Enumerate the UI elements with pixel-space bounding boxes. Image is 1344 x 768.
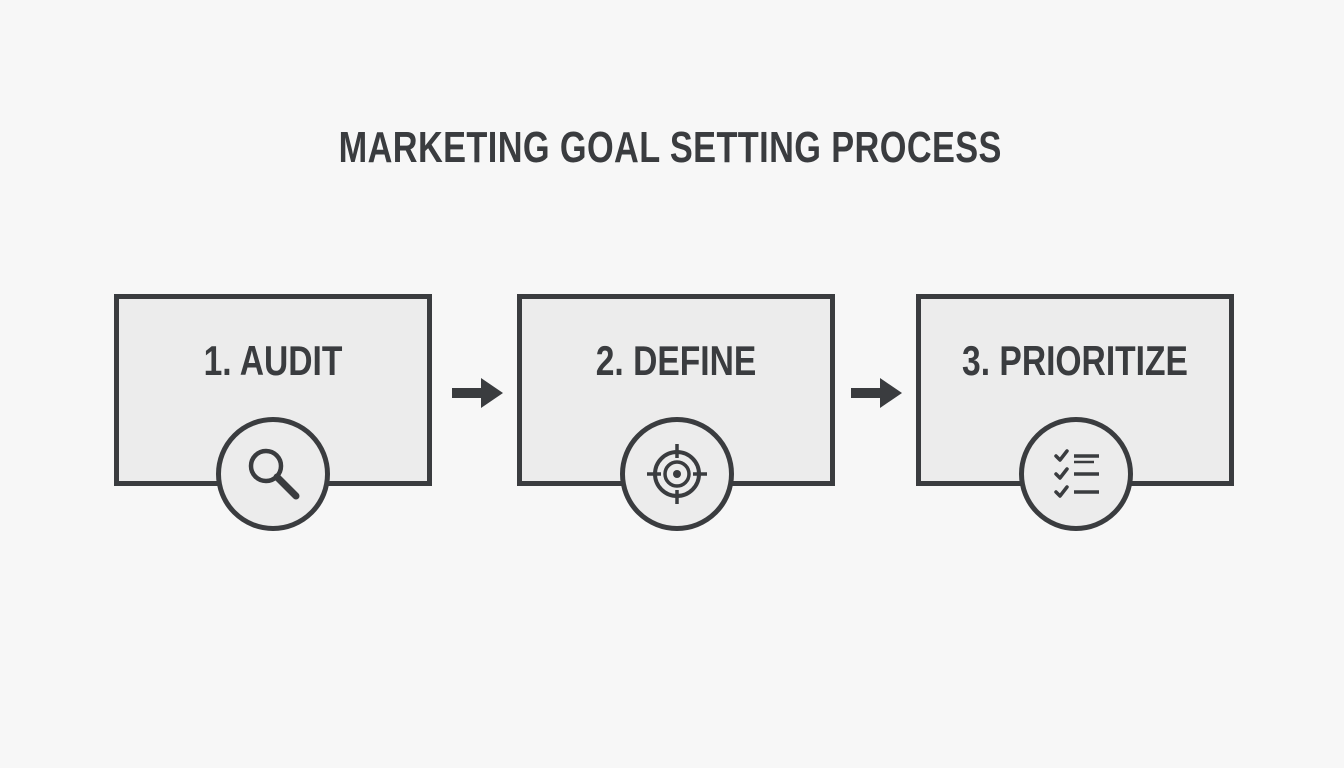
arrow-right-icon (452, 378, 503, 408)
step-icon-badge (620, 417, 734, 531)
step-icon-badge (216, 417, 330, 531)
diagram-title: MARKETING GOAL SETTING PROCESS (338, 123, 1002, 172)
step-label: 3. PRIORITIZE (962, 337, 1188, 384)
step-label: 1. AUDIT (203, 337, 343, 384)
target-icon (647, 444, 707, 504)
magnifying-glass-icon (248, 448, 300, 500)
checklist-icon (1054, 449, 1099, 498)
step-label: 2. DEFINE (595, 337, 757, 384)
arrow-right-icon (851, 378, 902, 408)
step-icon-badge (1019, 417, 1133, 531)
